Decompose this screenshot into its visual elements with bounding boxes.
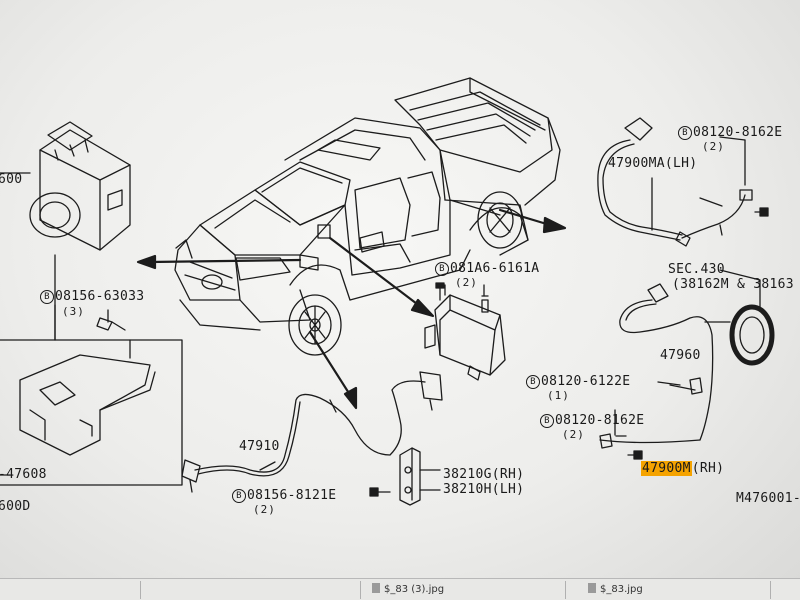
abs-actuator-drawing — [0, 121, 131, 251]
taskbar-divider — [565, 581, 566, 599]
taskbar-divider — [770, 581, 771, 599]
bolt-symbol-icon: B — [232, 489, 246, 503]
label-part-47900ma: 47900MA(LH) — [608, 156, 698, 171]
taskbar-divider — [140, 581, 141, 599]
highlighted-part-number: 47900M — [641, 461, 692, 476]
label-part-38210g: 38210G(RH) — [443, 467, 525, 482]
taskbar-file-item[interactable]: $_83.jpg — [588, 583, 643, 597]
label-bolt-number: 08120-6122E — [541, 374, 631, 389]
file-icon — [372, 583, 380, 593]
label-qty: (2) — [253, 503, 276, 516]
label-figure-ref: M476001- — [736, 491, 800, 506]
front-sensor-harness-drawing — [181, 371, 443, 493]
bolt-symbol-icon: B — [40, 290, 54, 304]
taskbar: $_83 (3).jpg $_83.jpg — [0, 578, 800, 600]
pickup-truck-drawing — [174, 77, 561, 356]
label-part-600: 600 — [0, 172, 23, 187]
bolt-symbol-icon: B — [540, 414, 554, 428]
label-bolt-number: 08120-8162E — [693, 125, 783, 140]
sensor-bracket-38210-drawing — [369, 447, 441, 506]
label-qty: (3) — [62, 305, 85, 318]
label-bolt-number: 081A6-6161A — [450, 261, 540, 276]
callout-arrows — [136, 208, 567, 410]
taskbar-file-name: $_83 (3).jpg — [384, 584, 445, 595]
bolt-symbol-icon: B — [678, 126, 692, 140]
label-part-38210h: 38210H(LH) — [443, 482, 525, 497]
label-bolt-number: 08156-63033 — [55, 289, 145, 304]
label-qty: (2) — [562, 428, 585, 441]
label-part-47608: -47608 — [0, 467, 47, 482]
label-part-47960: 47960 — [660, 348, 701, 363]
label-part-47900m: 47900M(RH) — [641, 461, 725, 476]
label-qty: (1) — [547, 389, 570, 402]
leader-lines — [54, 136, 761, 471]
label-sec-430: SEC.430 — [668, 262, 725, 277]
label-sec-430-refs: (38162M & 38163 — [672, 277, 794, 292]
taskbar-file-name: $_83.jpg — [600, 584, 643, 595]
control-unit-drawing — [424, 282, 506, 381]
label-qty: (2) — [702, 140, 725, 153]
bolt-symbol-icon: B — [526, 375, 540, 389]
rear-lh-harness-drawing — [597, 117, 769, 247]
label-bolt-number: 08156-8121E — [247, 488, 337, 503]
label-qty: (2) — [455, 276, 478, 289]
label-bolt-number: 08120-8162E — [555, 413, 645, 428]
label-part-side: (RH) — [691, 461, 725, 476]
taskbar-divider — [360, 581, 361, 599]
file-icon — [588, 583, 596, 593]
label-part-47910: 47910 — [239, 439, 280, 454]
taskbar-file-item[interactable]: $_83 (3).jpg — [372, 583, 444, 597]
rear-rh-harness-drawing — [599, 283, 775, 460]
label-part-600d: 600D — [0, 499, 31, 514]
bolt-symbol-icon: B — [435, 262, 449, 276]
